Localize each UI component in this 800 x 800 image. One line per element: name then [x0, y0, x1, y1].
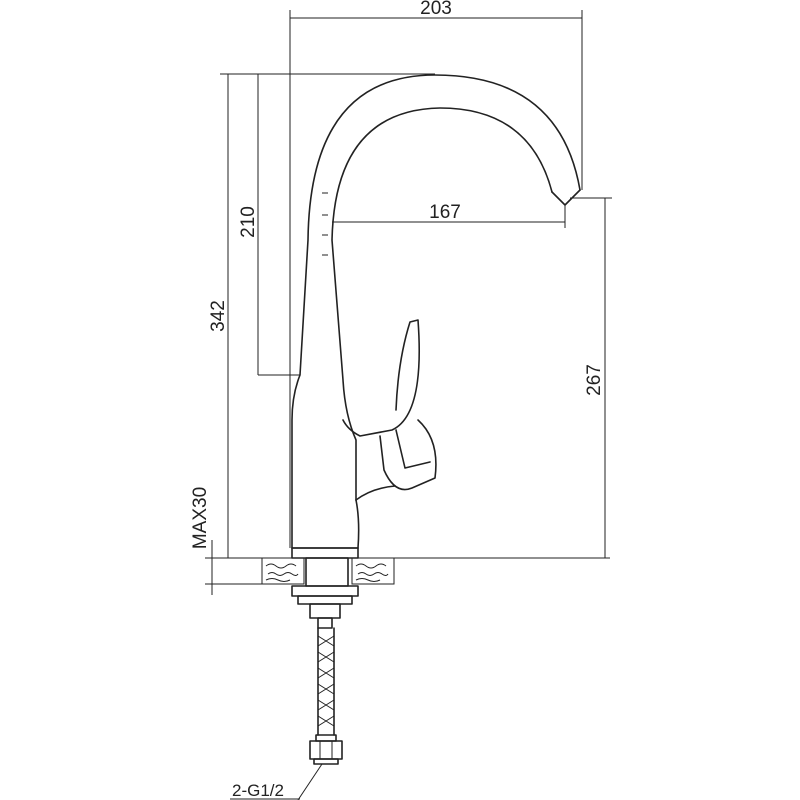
handle-lever: [342, 319, 437, 501]
label-connection: 2-G1/2: [232, 781, 284, 800]
supply-hose: [309, 627, 343, 765]
label-overall-width: 203: [420, 0, 452, 19]
label-outlet-height: 267: [584, 364, 605, 396]
dimension-lines: [211, 10, 612, 800]
mounting-shank: [291, 557, 359, 629]
dimension-labels: 203 167 342 210 267 MAX30 2-G1/2: [190, 0, 605, 800]
countertop-section: [205, 557, 395, 585]
label-overall-height: 342: [208, 300, 229, 332]
faucet-base: [205, 547, 610, 559]
label-spout-height: 210: [238, 206, 259, 238]
label-max-thickness: MAX30: [190, 487, 211, 549]
label-spout-reach: 167: [429, 202, 461, 223]
faucet-body: [291, 74, 581, 549]
